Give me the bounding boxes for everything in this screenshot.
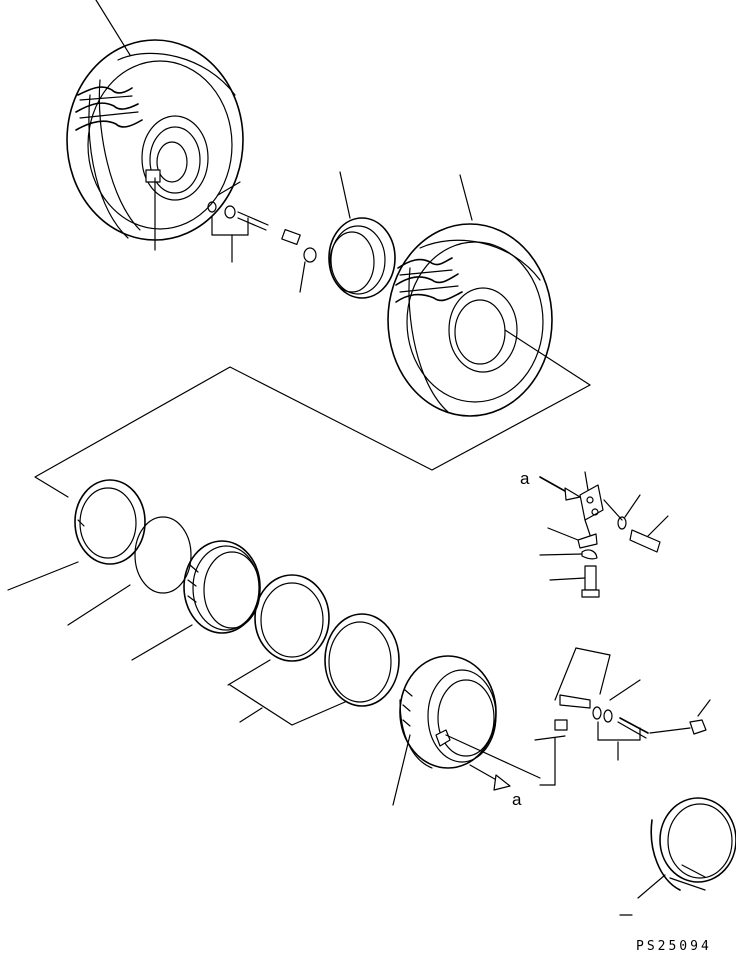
bracket-detail [539, 471, 669, 598]
rim-base [392, 655, 541, 806]
flange-ring-upper [328, 171, 396, 299]
seat-ring-2 [227, 613, 400, 726]
valve-assembly-lower [534, 647, 711, 786]
callout-a-upper: a [520, 469, 530, 488]
tire-upper-right [387, 174, 591, 417]
drawing-code: PS25094 [636, 939, 712, 954]
side-ring [131, 540, 261, 661]
tire-flap-band [619, 797, 736, 916]
valve-assembly-upper [207, 181, 317, 293]
callout-a-lower: a [512, 790, 522, 809]
seat-ring-1 [254, 574, 330, 662]
group-bracket-lines [34, 366, 591, 498]
o-ring [67, 516, 192, 626]
lock-ring [7, 479, 146, 591]
tire-upper-left [66, 0, 244, 251]
